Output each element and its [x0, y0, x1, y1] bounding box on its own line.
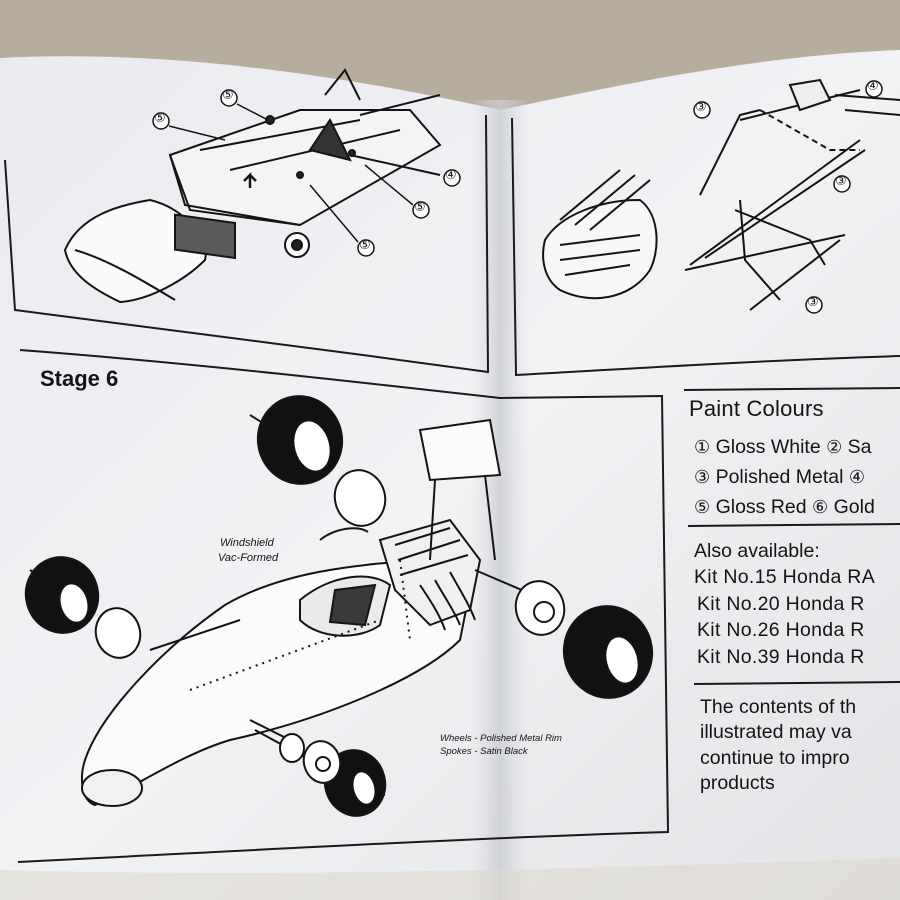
- stage6-wheels: [24, 395, 654, 817]
- callout-tl-6: ⑤: [359, 238, 371, 253]
- paint-title-rule: [683, 387, 900, 391]
- front-left-rim: [94, 607, 142, 659]
- rear-left-rim: [333, 469, 387, 527]
- callout-tl-4: ④: [445, 168, 457, 183]
- top-right-callouts: [693, 80, 883, 314]
- callout-tr-1: ③: [695, 100, 707, 115]
- paint-label-3: Polished Metal: [715, 466, 844, 488]
- paper-fold: [470, 100, 530, 900]
- stage6-panel-border: [17, 349, 670, 863]
- callout-tl-2: ⑤: [154, 111, 166, 126]
- also-available-title: Also available:: [694, 540, 820, 562]
- paint-colours-title: Paint Colours: [689, 396, 824, 421]
- paint-row-3: ⑤ Gloss Red ⑥ Gold: [694, 496, 875, 519]
- paint-row-2: ③ Polished Metal ④: [694, 466, 865, 489]
- windshield-label-line1: Windshield: [220, 537, 274, 549]
- paint-bottom-rule: [687, 523, 900, 527]
- top-right-assembly: [542, 78, 900, 311]
- top-left-panel-border: [4, 114, 490, 374]
- paint-label-2: Sa: [847, 436, 872, 458]
- top-right-panel-border: [511, 117, 900, 377]
- contents-line: products: [700, 772, 775, 794]
- top-left-callouts: [152, 89, 461, 257]
- paint-label-6: Gold: [833, 496, 875, 518]
- kit-item: Kit No.15 Honda RA: [694, 566, 875, 588]
- paint-row-1: ① Gloss White ② Sa: [694, 436, 872, 459]
- callout-tr-4: ③: [807, 295, 819, 310]
- wheels-label-line1: Wheels - Polished Metal Rim: [440, 733, 562, 744]
- kit-item: Kit No.20 Honda R: [697, 593, 865, 615]
- callout-tr-3: ③: [835, 174, 847, 189]
- paint-num-1: ①: [694, 437, 711, 458]
- paint-num-3: ③: [694, 467, 711, 488]
- kit-item: Kit No.26 Honda R: [697, 619, 865, 641]
- stage-title: Stage 6: [40, 366, 119, 391]
- paint-num-2: ②: [826, 437, 843, 458]
- wheels-label-line2: Spokes - Satin Black: [440, 746, 528, 757]
- contents-line: The contents of th: [700, 696, 857, 718]
- callout-tr-2: ④: [867, 79, 879, 94]
- kit-item: Kit No.39 Honda R: [697, 646, 865, 668]
- windshield-label-line2: Vac-Formed: [218, 552, 279, 564]
- callout-tl-1: ⑤: [222, 88, 234, 103]
- front-hub: [279, 733, 305, 763]
- contents-line: illustrated may va: [700, 721, 852, 743]
- contents-line: continue to impro: [700, 747, 850, 769]
- paint-label-5: Gloss Red: [715, 496, 807, 518]
- top-left-assembly: [63, 68, 442, 304]
- paint-num-5: ⑤: [694, 497, 711, 518]
- paint-label-1: Gloss White: [715, 436, 821, 458]
- paint-num-6: ⑥: [812, 497, 829, 518]
- stage6-car: [29, 414, 651, 807]
- callout-tl-5: ⑤: [414, 200, 426, 215]
- paint-num-4: ④: [848, 467, 866, 488]
- kits-bottom-rule: [693, 681, 900, 685]
